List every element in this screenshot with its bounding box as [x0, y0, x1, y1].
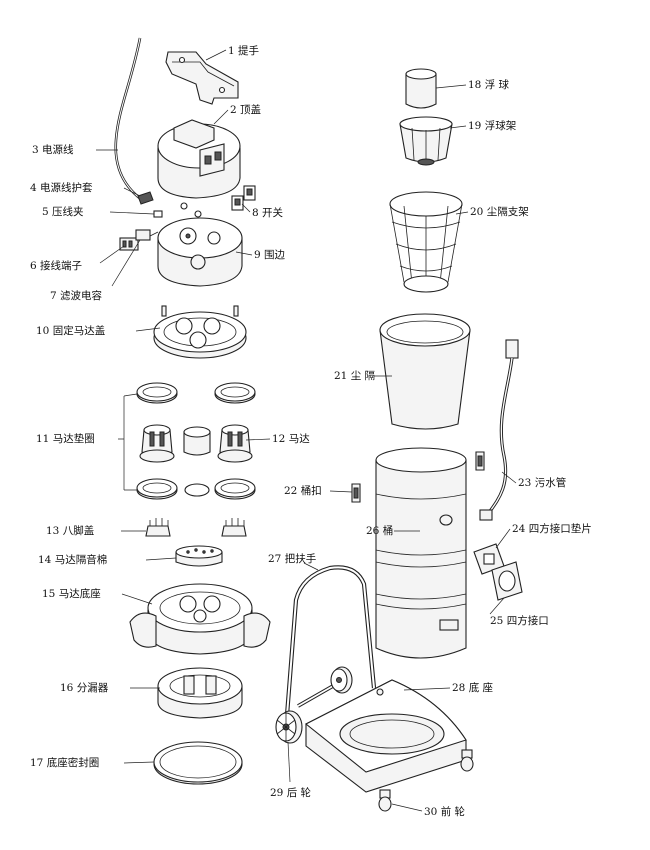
label-part-9: 9 围边: [254, 249, 286, 261]
part-motor-gaskets-top: [136, 382, 256, 404]
label-part-17: 17 底座密封圈: [30, 756, 99, 769]
label-part-26: 26 桶: [366, 524, 393, 537]
part-dust-frame: [389, 191, 463, 293]
part-cord-sleeve: [137, 191, 154, 205]
label-part-24: 24 四方接口垫片: [512, 522, 592, 535]
label-part-18: 18 浮 球: [468, 78, 510, 91]
label-part-7: 7 滤波电容: [50, 289, 103, 302]
label-part-5: 5 压线夹: [42, 205, 84, 218]
part-cable-clip: [153, 202, 202, 218]
part-motor-fixing-cover: [153, 305, 247, 359]
part-surround: [157, 217, 243, 287]
label-part-29: 29 后 轮: [270, 786, 312, 799]
label-part-11: 11 马达垫圈: [36, 432, 95, 445]
part-diverter: [157, 667, 243, 719]
part-motors: [139, 424, 253, 463]
label-part-19: 19 浮球架: [468, 119, 517, 132]
label-part-10: 10 固定马达盖: [36, 324, 106, 337]
part-base: [304, 679, 467, 793]
part-square-connector: [491, 561, 523, 601]
label-part-22: 22 桶扣: [284, 484, 322, 497]
part-drain-hose: [479, 339, 519, 521]
label-part-14: 14 马达隔音棉: [38, 553, 107, 566]
part-dust-separator: [379, 313, 471, 430]
label-part-1: 1 提手: [228, 44, 259, 57]
part-handle: [165, 51, 239, 105]
label-part-23: 23 污水管: [518, 476, 566, 489]
label-part-15: 15 马达底座: [42, 587, 101, 600]
label-part-16: 16 分漏器: [60, 682, 109, 694]
part-bucket: [375, 447, 467, 659]
part-rear-wheels: [275, 666, 353, 744]
label-part-28: 28 底 座: [452, 681, 493, 694]
label-part-3: 3 电源线: [32, 143, 74, 156]
label-part-6: 6 接线端子: [30, 259, 82, 272]
part-float-cage: [399, 116, 453, 166]
part-labels: 1 提手 2 顶盖 3 电源线 4 电源线护套 5 压线夹 6 接线端子 7 滤…: [30, 44, 592, 818]
part-front-wheels: [378, 749, 474, 812]
part-float-ball: [405, 68, 437, 109]
label-part-8: 8 开关: [252, 206, 284, 219]
label-part-13: 13 八脚盖: [46, 524, 95, 537]
part-switches: [231, 185, 256, 211]
label-part-25: 25 四方接口: [490, 614, 549, 627]
label-part-27: 27 把扶手: [268, 552, 316, 565]
part-eight-pin-covers: [145, 518, 247, 537]
part-filter-capacitor: [135, 229, 159, 241]
part-terminal-block: [119, 237, 139, 251]
label-part-30: 30 前 轮: [424, 805, 466, 818]
part-top-cover: [157, 119, 241, 199]
label-part-20: 20 尘隔支架: [470, 206, 529, 218]
label-part-21: 21 尘 隔: [334, 370, 375, 382]
label-part-12: 12 马达: [272, 433, 310, 445]
part-power-cord: [114, 37, 143, 202]
part-soundproof-cotton: [175, 545, 223, 567]
part-motor-base: [129, 583, 271, 655]
part-bucket-clips: [351, 451, 485, 503]
part-base-seal-ring: [153, 741, 243, 785]
leader-lines: [96, 49, 517, 812]
label-part-4: 4 电源线护套: [30, 181, 93, 194]
label-part-2: 2 顶盖: [230, 103, 262, 116]
part-motor-gaskets-bottom: [136, 478, 256, 500]
